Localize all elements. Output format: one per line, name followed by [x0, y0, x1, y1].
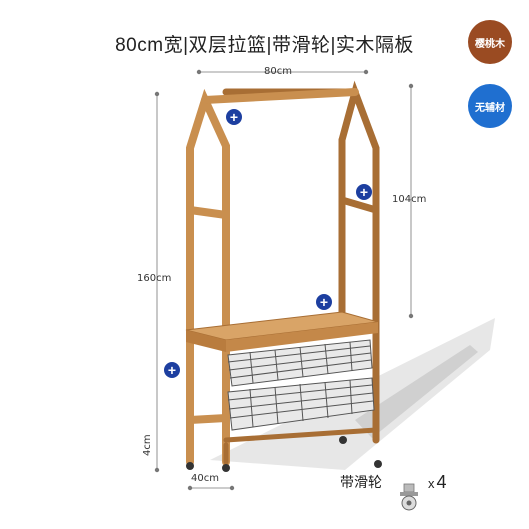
- plus-marker-icon: +: [164, 362, 180, 378]
- clearance-dimension: 4cm: [142, 434, 153, 456]
- height-dimension: 160cm: [137, 273, 172, 284]
- casters: [186, 436, 382, 472]
- caster-label: 带滑轮: [340, 475, 382, 491]
- wood-shelf-front: [186, 330, 226, 352]
- plus-marker-icon: +: [226, 109, 242, 125]
- plus-marker-icon: +: [356, 184, 372, 200]
- lower-basket: [227, 377, 375, 431]
- caster-icon: [400, 483, 418, 511]
- bottom-rails: [223, 427, 379, 465]
- caster-count-value: 4: [436, 472, 447, 492]
- floor-shadow-rack: [355, 345, 478, 438]
- page-title: 80cm宽|双层拉篮|带滑轮|实木隔板: [115, 35, 414, 56]
- upper-basket: [227, 339, 373, 387]
- caster-wheel: [339, 436, 347, 444]
- side-height-dimension: 104cm: [392, 194, 427, 205]
- material-badge: 樱桃木: [468, 20, 512, 64]
- caster-wheel: [186, 462, 194, 470]
- width-dimension: 80cm: [264, 66, 292, 77]
- caster-wheel: [222, 464, 230, 472]
- wood-shelf-side: [226, 322, 378, 352]
- front-frame: [186, 88, 359, 466]
- no-aux-badge: 无辅材: [468, 84, 512, 128]
- dimension-lines: [154, 69, 414, 491]
- caster-wheel: [374, 460, 382, 468]
- caster-times: x: [428, 476, 435, 491]
- depth-dimension: 40cm: [191, 473, 219, 484]
- plus-marker-icon: +: [316, 294, 332, 310]
